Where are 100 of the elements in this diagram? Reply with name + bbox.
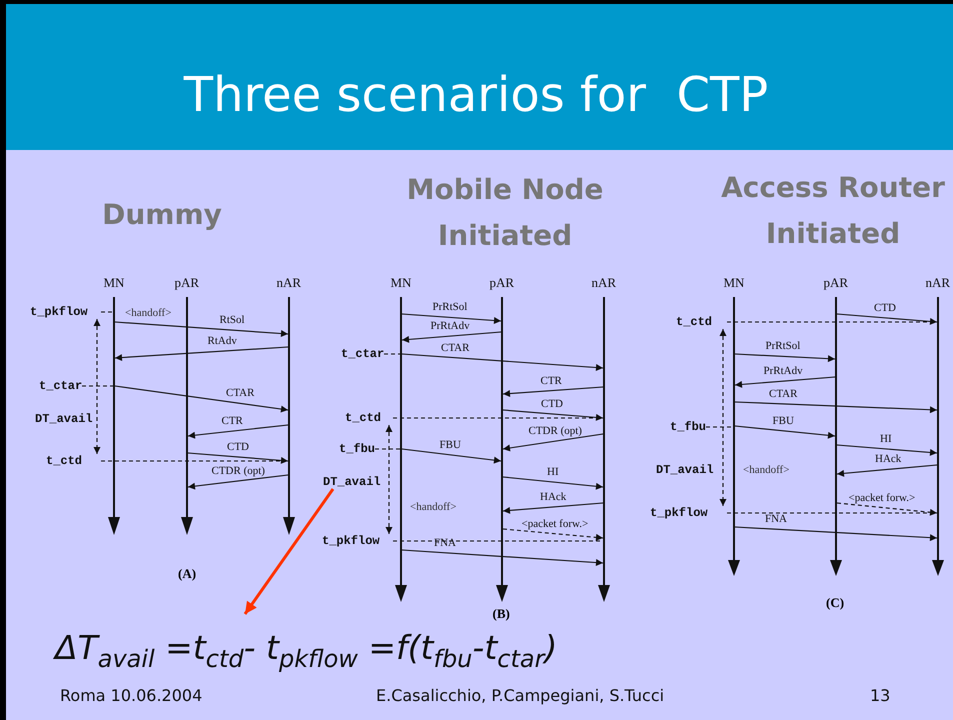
time-label: t_fbu	[670, 420, 706, 434]
handoff-note: <handoff>	[410, 501, 456, 513]
message-arrow	[836, 444, 938, 456]
edge-label: HAck	[540, 491, 566, 503]
message-arrow	[836, 502, 938, 516]
edge-label: CTDR (opt)	[528, 425, 582, 438]
message-arrow	[188, 424, 288, 439]
panel-label: (A)	[178, 566, 196, 582]
message-arrow	[734, 353, 836, 362]
message-arrow	[502, 433, 604, 452]
lifeline-header: nAR	[276, 275, 302, 291]
time-marker-line	[375, 448, 400, 450]
message-arrow	[502, 409, 604, 421]
message-arrow	[734, 526, 938, 542]
message-arrow	[836, 313, 938, 325]
interval-arrow	[94, 319, 100, 454]
lifeline-header: nAR	[592, 275, 616, 291]
formula: ΔT$_{avail}$ =t$_{ctd}$- t$_{pkflow}$ =f(t$_{fbu}$-t$_{ctar}$)	[55, 628, 558, 673]
time-label: t_ctd	[46, 454, 101, 468]
interval-label: DT_avail	[35, 412, 93, 426]
lifeline-header: pAR	[824, 275, 848, 291]
time-marker-line	[393, 540, 603, 542]
time-label: t_pkflow	[30, 305, 101, 319]
scenario-heading: Access Router Initiated	[720, 170, 946, 252]
edge-label: PrRtAdv	[764, 365, 803, 378]
time-label: t_ctar	[341, 347, 384, 361]
lifeline-header: MN	[390, 275, 412, 291]
slide-title: Three scenarios for CTP	[184, 67, 768, 123]
message-arrow	[502, 386, 604, 397]
edge-label: CTR	[540, 374, 562, 387]
edge-label: HI	[880, 432, 892, 445]
message-arrow	[402, 549, 604, 566]
message-arrow	[114, 385, 288, 412]
time-label: t_fbu	[339, 442, 376, 456]
pointer-arrow	[244, 488, 334, 615]
time-label: DT_avail	[323, 475, 381, 489]
edge-label: <packet forw.>	[848, 492, 916, 504]
panel-label: (C)	[826, 595, 844, 611]
message-arrow	[402, 331, 502, 343]
edge-label: CTR	[222, 415, 243, 428]
edge-label: FNA	[765, 513, 788, 526]
edge-label: CTAR	[441, 342, 470, 354]
panel-label: (B)	[492, 606, 510, 622]
message-arrow	[402, 353, 604, 371]
edge-label: CTAR	[769, 388, 798, 400]
time-marker-line	[82, 385, 113, 387]
edge-label: CTD	[874, 302, 896, 314]
time-marker-line	[727, 321, 937, 323]
message-arrow	[188, 474, 288, 490]
edge-label: FBU	[772, 414, 794, 427]
message-arrow	[734, 401, 938, 414]
time-label: t_ctd	[345, 411, 393, 425]
edge-label: PrRtAdv	[430, 320, 470, 332]
edge-label: HI	[547, 466, 559, 478]
message-arrow	[402, 313, 502, 324]
edge-label: CTD	[227, 441, 249, 453]
lifeline-header: pAR	[490, 275, 514, 291]
lifeline-header: MN	[724, 275, 744, 291]
message-arrow	[402, 448, 502, 464]
time-label: t_pkflow	[322, 534, 393, 548]
edge-label: HAck	[875, 453, 902, 466]
time-marker-line	[393, 417, 603, 419]
interval-arrow	[720, 329, 726, 506]
message-arrow	[734, 376, 836, 388]
scenario-heading: Dummy	[101, 197, 223, 233]
edge-label: <packet forw.>	[522, 518, 588, 530]
message-arrow	[502, 528, 604, 541]
time-label: t_ctd	[676, 315, 727, 329]
footer-text: E.Casalicchio, P.Campegiani, S.Tucci	[376, 686, 664, 704]
message-arrow	[502, 502, 604, 514]
edge-label: CTD	[541, 398, 563, 410]
message-arrow	[502, 476, 604, 490]
edge-label: RtSol	[220, 314, 245, 326]
message-arrow	[734, 425, 836, 439]
lifeline-header: pAR	[174, 275, 200, 291]
time-marker-line	[101, 460, 288, 462]
edge-label: CTDR (opt)	[212, 465, 265, 477]
time-marker-line	[706, 426, 733, 428]
interval-label: DT_avail	[656, 463, 714, 477]
interval-arrow	[386, 425, 392, 534]
time-label: t_pkflow	[650, 506, 727, 520]
handoff-note: <handoff>	[125, 307, 172, 319]
handoff-note: <handoff>	[743, 464, 790, 476]
edge-label: CTAR	[226, 387, 254, 400]
edge-label: RtAdv	[208, 335, 237, 348]
edge-label: FBU	[440, 438, 461, 451]
time-marker-line	[384, 353, 400, 355]
time-marker-line	[727, 512, 937, 514]
lifeline-header: nAR	[926, 275, 950, 291]
message-arrow	[114, 346, 288, 362]
footer-text: Roma 10.06.2004	[60, 686, 202, 704]
time-label: t_ctar	[39, 379, 82, 393]
scenario-heading: Mobile Node Initiated	[406, 172, 604, 254]
time-marker-line	[101, 311, 113, 313]
message-arrow	[836, 464, 938, 477]
footer-text: 13	[870, 686, 890, 704]
message-arrow	[188, 452, 288, 464]
edge-label: PrRtSol	[432, 301, 468, 314]
edge-label: PrRtSol	[766, 340, 800, 352]
lifeline-header: MN	[104, 275, 124, 291]
